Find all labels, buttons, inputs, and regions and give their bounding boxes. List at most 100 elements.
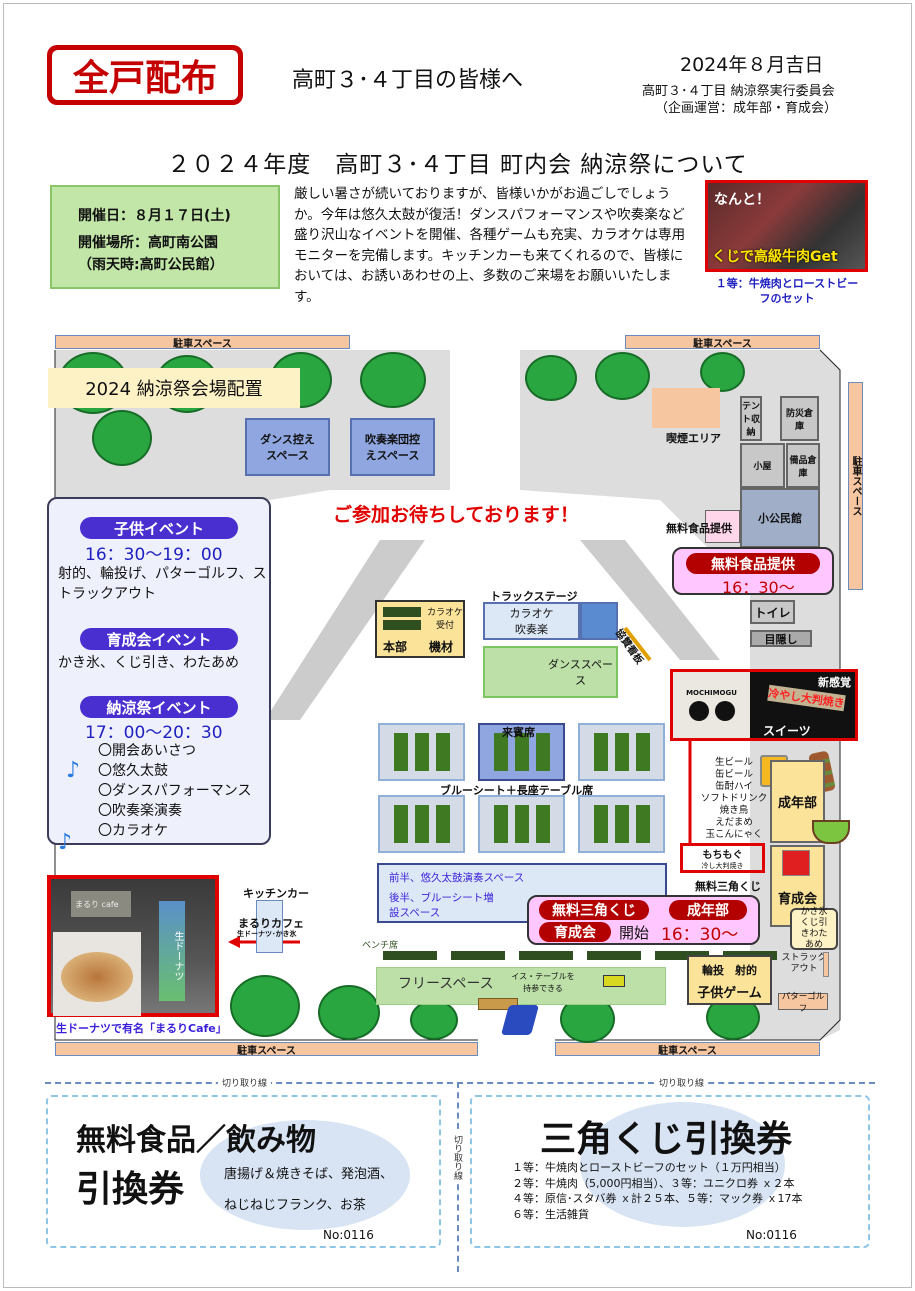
event-rain-place: （雨天時:高町公民館） <box>78 257 224 273</box>
sweets-label: スイーツ <box>763 724 811 738</box>
bench <box>519 951 573 960</box>
parking-top-right: 駐車スペース <box>625 335 820 350</box>
smoking-area-label: 喫煙エリア <box>666 432 721 445</box>
coupon-ellipse <box>200 1120 410 1230</box>
lottery-coupon-number: No:0116 <box>746 1228 797 1242</box>
shop-banner: 生ドーナツ <box>159 901 185 1001</box>
start-time: 16：30～ <box>661 925 739 945</box>
music-note-icon: ♪ <box>66 758 81 783</box>
mochimogu-box: もちもぐ 冷し大判焼き <box>680 843 765 873</box>
mochimogu-logo: MOCHIMOGU <box>673 672 750 738</box>
hut: 小屋 <box>740 443 785 488</box>
band-waiting-space: 吹奏楽団控えスペース <box>350 418 435 476</box>
stage-side <box>580 602 618 640</box>
maruri-cafe-photo: まるり cafe 生ドーナツ <box>47 875 219 1017</box>
struck-out-label: ストラックアウト <box>781 953 827 974</box>
track-stage-label: トラックステージ <box>490 590 578 603</box>
tree <box>595 352 650 400</box>
start-label: 開始 <box>619 924 650 942</box>
seating-area <box>478 795 565 853</box>
dance-space: ダンススペース <box>483 646 618 698</box>
free-space-label: フリースペース <box>398 976 494 992</box>
seinen-pill: 成年部 <box>669 900 747 920</box>
noryo-item: 〇カラオケ <box>98 823 168 839</box>
table-icon <box>603 975 625 987</box>
free-food-label: 無料食品提供 <box>666 522 732 535</box>
prize-image-text: くじで高級牛肉Get <box>712 249 838 265</box>
toilet: トイレ <box>750 600 795 624</box>
bench <box>451 951 505 960</box>
tree <box>92 410 152 466</box>
bench <box>587 951 641 960</box>
noryo-item: 〇悠久太鼓 <box>98 763 168 779</box>
smoking-area <box>652 388 720 428</box>
dance-waiting-space: ダンス控えスペース <box>245 418 330 476</box>
free-food-callout: 無料食品提供 16：30～ <box>672 547 834 597</box>
taiko-space-label: 前半、悠久太鼓演奏スペース <box>389 872 525 884</box>
bench-label: ベンチ席 <box>362 941 399 951</box>
tree <box>410 1000 458 1040</box>
screen: 目隠し <box>750 630 812 647</box>
menu-item: ソフトドリンク <box>700 793 768 804</box>
prize-item: １等：牛焼肉とローストビーフのセット（１万円相当） <box>512 1161 786 1174</box>
seating-area <box>578 795 665 853</box>
info-banner: 開催日：８月１７日(土) 開催場所：高町南公園 （雨天時:高町公民館） <box>50 185 280 289</box>
bluesheet-ext-label: 後半、ブルーシート増設スペース <box>389 892 494 919</box>
kids-game-top: 輪投 射的 <box>702 964 757 977</box>
bring-chairs-label: イス・テーブルを持参できる <box>511 972 575 993</box>
cut-line-horizontal <box>45 1082 875 1084</box>
prize-item: ６等：生活雑貨 <box>512 1207 589 1221</box>
table <box>383 620 421 630</box>
ikusei-event-heading: 育成会イベント <box>80 628 238 650</box>
maruri-caption: 生ドーナツで有名「まるりCafe」 <box>56 1022 227 1035</box>
kids-game-booth: 輪投 射的 子供ゲーム <box>687 955 772 1005</box>
ikuseikai-label: 育成会 <box>777 892 817 907</box>
bluesheet-label: ブルーシート＋長座テーブル席 <box>440 784 594 797</box>
prize-item: ４等：原信･スタバ券 ｘ計２５本、５等：マック券 ｘ17本 <box>512 1192 803 1205</box>
ikusei-items: かき氷くじ引きわたあめ <box>790 907 838 950</box>
date: 2024年８月吉日 <box>680 54 824 76</box>
bench <box>655 951 709 960</box>
ikusei-pill: 育成会 <box>539 922 611 942</box>
coupon-ellipse <box>580 1102 785 1227</box>
headquarters: カラオケ受付 本部 機材 <box>375 600 465 658</box>
noryo-item: 〇ダンスパフォーマンス <box>98 783 252 799</box>
lottery-coupon <box>470 1095 870 1248</box>
event-date: 開催日：８月１７日(土) <box>78 208 231 224</box>
donut-photo <box>53 932 141 1016</box>
tree <box>700 352 745 392</box>
ikusei-event-desc: かき氷、くじ引き、わたあめ <box>58 655 240 671</box>
lottery-callout: 無料三角くじ 成年部 育成会 開始 16：30～ <box>527 895 760 945</box>
kids-event-heading: 子供イベント <box>80 517 238 539</box>
parking-right: 駐車スペース <box>848 382 863 590</box>
parking-bottom-right: 駐車スペース <box>555 1042 820 1057</box>
cut-line-vertical-label: 切り取り線 <box>451 1132 464 1183</box>
disaster-warehouse: 防災倉庫 <box>780 396 819 441</box>
free-lottery-label: 無料三角くじ <box>695 880 761 893</box>
prize-image-top: なんと！ <box>714 192 770 208</box>
hq-label: 本部 <box>383 640 408 654</box>
kitchen-car <box>256 900 283 953</box>
guest-seating <box>478 723 565 781</box>
parking-bottom-left: 駐車スペース <box>55 1042 478 1057</box>
parking-top-left: 駐車スペース <box>55 335 350 350</box>
seating-area <box>378 795 465 853</box>
page-title: ２０２４年度 高町３･４丁目 町内会 納涼祭について <box>167 152 748 178</box>
food-coupon-items2: ねじねじフランク、お茶 <box>224 1198 366 1213</box>
intro-text: 厳しい暑さが続いておりますが、皆様いかがお過ごしでしょうか。今年は悠久太鼓が復活… <box>294 186 686 305</box>
seating-area <box>578 723 665 781</box>
cut-line-label: 切り取り線 <box>218 1076 272 1089</box>
free-food-pill: 無料食品提供 <box>686 553 820 574</box>
kids-event-desc: 射的、輪投げ、パターゴルフ、ストラックアウト <box>58 566 267 602</box>
bench <box>383 951 437 960</box>
menu-item: 缶ビール <box>714 769 753 780</box>
distribution-badge: 全戸配布 <box>47 45 243 105</box>
menu-item: 焼き鳥 <box>719 805 749 816</box>
food-coupon-title2: 引換券 <box>76 1169 185 1210</box>
seinenbu-booth: 成年部 <box>770 760 825 843</box>
noryo-item: 〇吹奏楽演奏 <box>98 803 182 819</box>
food-coupon-number: No:0116 <box>323 1228 374 1242</box>
maruri-sign: まるり cafe <box>71 891 131 917</box>
tree <box>230 975 300 1037</box>
noryo-item: 〇開会あいさつ <box>98 743 196 759</box>
